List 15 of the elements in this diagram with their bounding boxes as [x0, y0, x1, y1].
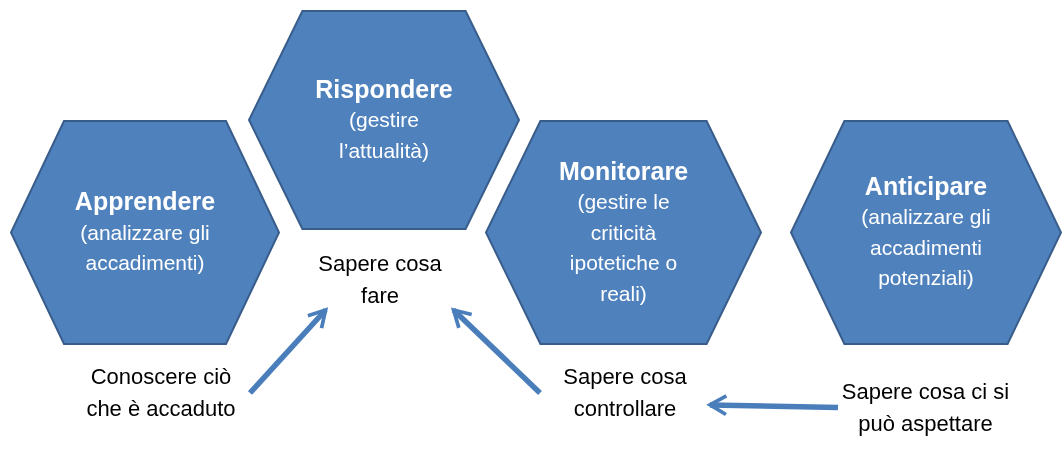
arrow: [451, 308, 542, 395]
hexagon-title: Rispondere: [315, 73, 453, 105]
arrow: [708, 394, 839, 417]
hexagon-description: (gestire l’attualità): [338, 107, 430, 164]
hexagon-description: (analizzare gli accadimenti): [79, 219, 211, 277]
hexagon-description: (gestire le criticità ipotetiche o reali): [568, 189, 679, 307]
arrow: [247, 308, 328, 395]
hexagon-title: Anticipare: [864, 171, 988, 203]
hexagon-title: Apprendere: [74, 186, 216, 218]
outcome-text: Conoscere ciò che è accaduto: [85, 363, 237, 423]
outcome-text: Sapere cosa fare: [317, 250, 443, 310]
outcome-text: Sapere cosa controllare: [562, 363, 688, 423]
hexagon-title: Monitorare: [558, 156, 689, 187]
hexagon-description: (analizzare gli accadimenti potenziali): [860, 204, 992, 292]
outcome-text: Sapere cosa ci si può aspettare: [840, 377, 1011, 438]
